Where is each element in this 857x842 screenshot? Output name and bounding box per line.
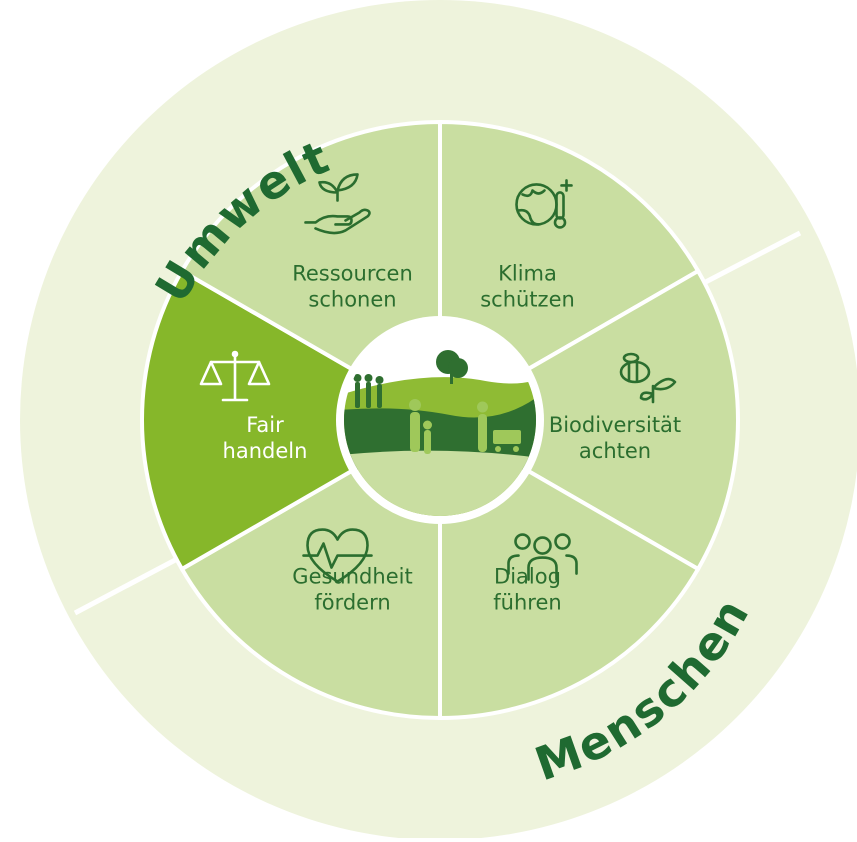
segment-klima-label-line2: schützen [480,287,575,311]
segment-dialog-label-line1: Dialog [494,565,561,589]
tree-icon [436,350,468,384]
hand-sprout-icon [304,173,371,235]
segment-fair-label-line1: Fair [246,413,284,437]
bee-plant-icon [619,352,677,404]
segment-fair-label-line2: handeln [223,439,308,463]
segment-gesundheit-label-line2: fördern [314,591,390,615]
segment-fair[interactable] [140,268,445,572]
segment-biodiversitaet[interactable] [435,268,740,572]
globe-thermometer-icon [515,179,573,229]
segment-klima-label-line1: Klima [498,261,557,285]
center-image [336,316,544,524]
people-silhouettes [353,374,384,408]
segment-dialog-label-line2: führen [493,591,561,615]
people-group-icon [507,533,578,581]
segment-biodiversitaet-label-line2: achten [579,439,651,463]
segment-gesundheit-label-line1: Gesundheit [292,565,412,589]
segment-ressourcen-label-line1: Ressourcen [292,261,413,285]
scene-hill-dark [344,395,536,470]
segment-ressourcen-label-line2: schonen [308,287,396,311]
family-silhouettes [409,399,521,454]
heart-pulse-icon [302,528,373,583]
scales-icon [199,350,271,402]
segment-biodiversitaet-label-line1: Biodiversität [549,413,681,437]
